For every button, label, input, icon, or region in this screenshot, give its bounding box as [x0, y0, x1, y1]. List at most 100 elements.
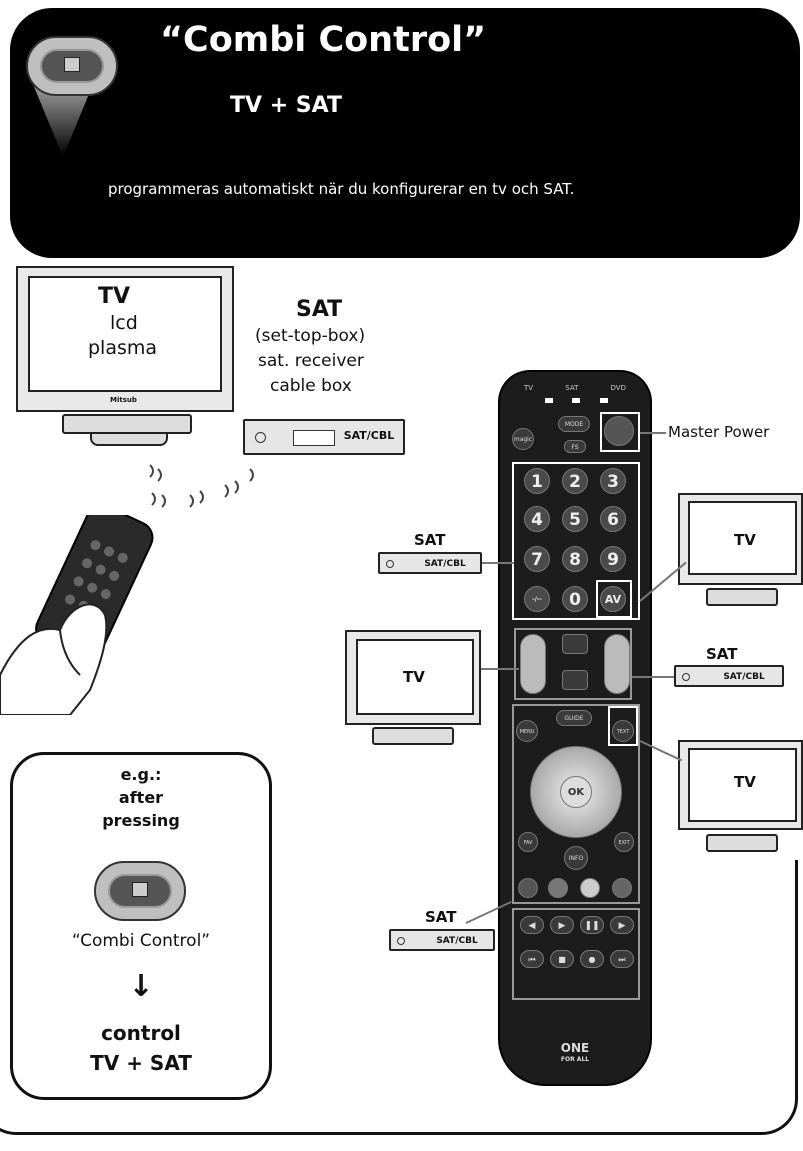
remote-control: TV SAT DVD magic MODE FS 1 2 3 4 5 6 7 8… [500, 372, 650, 1084]
tv-heading: TV [98, 284, 131, 309]
tv-av-label: TV [734, 531, 756, 549]
info-button[interactable]: INFO [564, 846, 588, 870]
back-button[interactable] [562, 634, 588, 654]
yellow-key[interactable] [580, 878, 600, 898]
highlight-transport [512, 908, 640, 1000]
brand-line-2: FOR ALL [560, 1056, 590, 1063]
banner-description: programmeras automatiskt när du konfigur… [108, 180, 575, 198]
key-1[interactable]: 1 [524, 468, 550, 494]
page-outline [0, 860, 798, 1135]
tv-av-stand [706, 588, 778, 606]
tv-illustration-av: TV [678, 493, 803, 585]
highlight-numpad [512, 462, 640, 620]
mode-led-dvd [600, 398, 608, 403]
hand-with-remote-illustration [0, 515, 154, 715]
mode-label-dvd: DVD [610, 384, 626, 392]
mode-button[interactable]: MODE [558, 416, 590, 432]
settop-box-main: SAT/CBL [243, 419, 405, 455]
record-button[interactable]: ● [580, 950, 604, 968]
settop-box-numbers-label: SAT/CBL [424, 559, 466, 569]
key-3[interactable]: 3 [600, 468, 626, 494]
blue-key[interactable] [612, 878, 632, 898]
banner-subtitle: TV + SAT [230, 93, 342, 118]
callout-line-volume [481, 668, 519, 670]
key-5[interactable]: 5 [562, 506, 588, 532]
volume-rocker[interactable] [520, 634, 546, 694]
sat-line-settop: (set-top-box) [255, 326, 366, 346]
tv-illustration-volume: TV [345, 630, 481, 725]
banner-title: “Combi Control” [160, 20, 487, 60]
sat-heading-channel: SAT [706, 645, 738, 663]
note-combi-caption: “Combi Control” [71, 931, 211, 951]
highlight-power [600, 412, 640, 452]
rewind-button[interactable]: ◀ [520, 916, 544, 934]
settop-box-label: SAT/CBL [343, 429, 395, 442]
key-0[interactable]: 0 [562, 586, 588, 612]
tv-text-label: TV [734, 773, 756, 791]
text-button[interactable]: TEXT [612, 720, 634, 742]
sat-line-cablebox: cable box [270, 376, 352, 396]
mode-label-tv: TV [524, 384, 534, 392]
settop-box-channel-label: SAT/CBL [723, 672, 765, 682]
combi-control-button-icon-note [94, 861, 186, 921]
brand-line-1: ONE [560, 1041, 590, 1055]
callout-line-channel [632, 676, 674, 678]
menu-button[interactable]: MENU [516, 720, 538, 742]
green-key[interactable] [548, 878, 568, 898]
combi-control-button-icon [26, 36, 118, 96]
settop-box-transport: SAT/CBL [389, 929, 495, 951]
note-pressing: pressing [102, 811, 180, 830]
key-6[interactable]: 6 [600, 506, 626, 532]
key-4[interactable]: 4 [524, 506, 550, 532]
callout-line-power [640, 432, 666, 434]
example-note-box: e.g.: after pressing “Combi Control” ↓ c… [10, 752, 272, 1100]
sat-heading: SAT [296, 297, 343, 322]
key-8[interactable]: 8 [562, 546, 588, 572]
key-2[interactable]: 2 [562, 468, 588, 494]
mode-led-sat [572, 398, 580, 403]
master-power-label: Master Power [668, 423, 770, 441]
tv-base [90, 432, 168, 446]
key-7[interactable]: 7 [524, 546, 550, 572]
fs-button[interactable]: FS [564, 440, 586, 453]
fav-button[interactable]: FAV [518, 832, 538, 852]
note-eg: e.g.: [120, 765, 162, 784]
title-banner [10, 8, 800, 258]
master-power-button[interactable] [604, 416, 634, 446]
mute-button[interactable] [562, 670, 588, 690]
sat-line-receiver: sat. receiver [258, 351, 364, 371]
highlight-nav [512, 704, 640, 904]
sat-heading-transport: SAT [425, 908, 457, 926]
red-key[interactable] [518, 878, 538, 898]
brand-logo: ONE FOR ALL [500, 1042, 650, 1066]
pause-button[interactable]: ❚❚ [580, 916, 604, 934]
guide-button[interactable]: GUIDE [556, 710, 592, 726]
sat-heading-numbers: SAT [414, 531, 446, 549]
stop-button[interactable]: ■ [550, 950, 574, 968]
tv-stand [62, 414, 192, 434]
note-after: after [118, 788, 164, 807]
ok-button[interactable]: OK [560, 776, 592, 808]
down-arrow-icon: ↓ [128, 969, 154, 1004]
highlight-text [608, 706, 638, 746]
exit-button[interactable]: EXIT [614, 832, 634, 852]
mode-label-sat: SAT [565, 384, 579, 392]
play-button[interactable]: ▶ [550, 916, 574, 934]
key-dash[interactable]: -/-- [524, 586, 550, 612]
key-9[interactable]: 9 [600, 546, 626, 572]
tv-illustration-text: TV [678, 740, 803, 830]
prev-button[interactable]: ⏮ [520, 950, 544, 968]
key-av[interactable]: AV [600, 586, 626, 612]
highlight-rockers [514, 628, 632, 700]
tv-line-lcd: lcd [110, 312, 138, 334]
settop-box-numbers: SAT/CBL [378, 552, 482, 574]
next-button[interactable]: ⏭ [610, 950, 634, 968]
tv-line-plasma: plasma [88, 337, 158, 359]
magic-button[interactable]: magic [512, 428, 534, 450]
mode-led-tv [545, 398, 553, 403]
forward-button[interactable]: ▶ [610, 916, 634, 934]
tv-volume-stand [372, 727, 454, 745]
settop-box-transport-label: SAT/CBL [436, 936, 478, 946]
channel-rocker[interactable] [604, 634, 630, 694]
tv-volume-label: TV [403, 668, 425, 686]
